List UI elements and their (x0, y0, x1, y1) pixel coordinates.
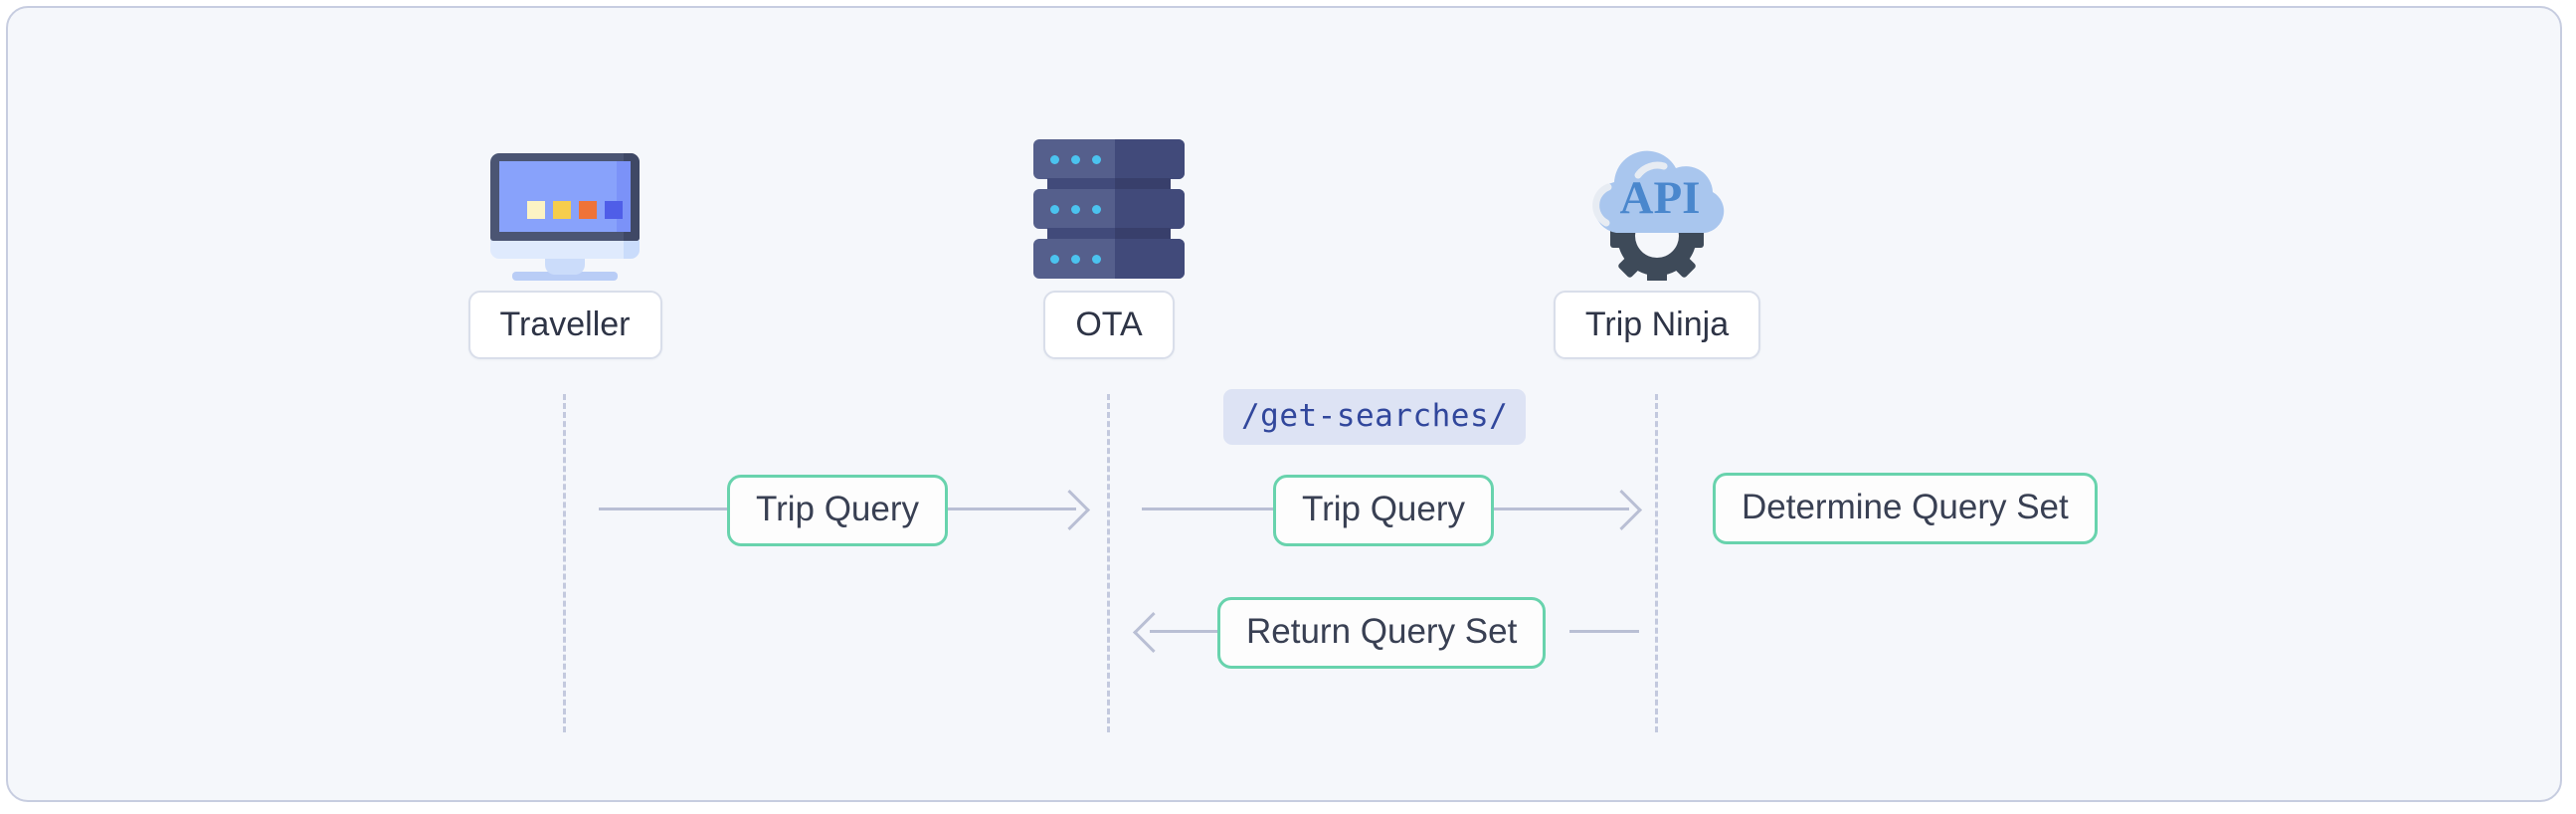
actor-label-trip-ninja: Trip Ninja (1553, 291, 1761, 360)
arrow-head-trip-query-1 (1048, 489, 1091, 531)
endpoint-badge-get-searches: /get-searches/ (1223, 389, 1527, 445)
actor-ota[interactable]: OTA (950, 92, 1268, 360)
diagram-card: Traveller (6, 6, 2562, 802)
arrow-head-trip-query-2 (1600, 489, 1643, 531)
desktop-monitor-icon (490, 92, 640, 281)
server-stack-icon (1033, 92, 1185, 281)
message-line-return-query-set-left (1150, 630, 1219, 633)
api-cloud-gear-icon: API (1572, 92, 1742, 283)
lifeline-ota (1107, 394, 1110, 732)
message-box-trip-query-2[interactable]: Trip Query (1273, 475, 1495, 547)
lifeline-traveller (563, 394, 566, 732)
arrow-head-return-query-set (1132, 611, 1175, 654)
actor-label-traveller: Traveller (467, 291, 662, 360)
message-line-return-query-set-right (1569, 630, 1639, 633)
actor-trip-ninja[interactable]: API Trip Ninja (1498, 92, 1816, 360)
message-box-return-query-set[interactable]: Return Query Set (1217, 597, 1547, 670)
actor-label-ota: OTA (1043, 291, 1175, 360)
lifeline-trip-ninja (1655, 394, 1658, 732)
api-icon-text: API (1620, 172, 1701, 224)
actor-traveller[interactable]: Traveller (406, 92, 724, 360)
message-box-determine-query-set[interactable]: Determine Query Set (1713, 473, 2098, 545)
message-box-trip-query-1[interactable]: Trip Query (727, 475, 949, 547)
